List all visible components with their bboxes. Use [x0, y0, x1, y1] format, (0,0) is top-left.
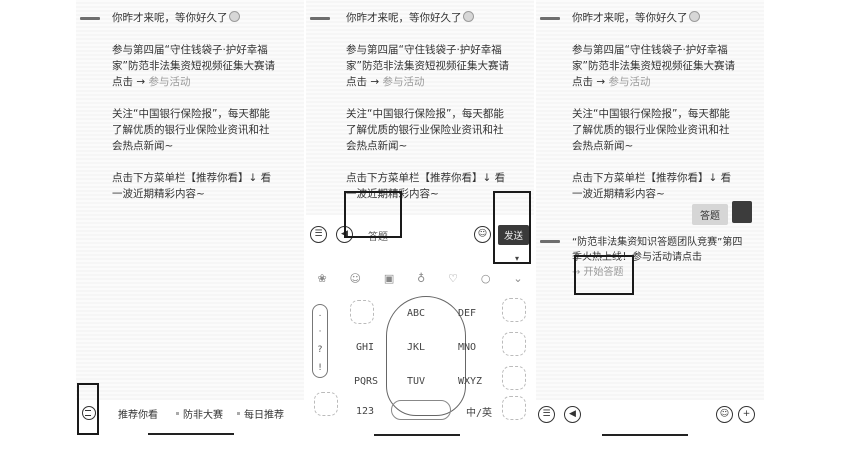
keyboard-toolbar: ❀ ☺ ▣ ♁ ♡ ○ ⌄ [306, 268, 534, 288]
keyboard-hide-icon[interactable]: ▾ [515, 254, 520, 263]
menu-item-daily[interactable]: 每日推荐 [237, 406, 284, 421]
follow-text: 关注“中国银行保险报”，每天都能了解优质的银行业保险业资讯和社会热点新闻~ [112, 108, 270, 152]
smile-emoji-icon [688, 11, 700, 22]
message-input[interactable]: 答题 [368, 232, 388, 243]
chat-screen-3: 你昨才来呢，等你好久了 参与第四届“守住钱袋子·护好幸福家”防范非法集资短视频征… [536, 0, 764, 472]
chat-screen-2: 你昨才来呢，等你好久了 参与第四届“守住钱袋子·护好幸福家”防范非法集资短视频征… [306, 0, 534, 472]
emoji-icon[interactable]: ☺ [474, 226, 491, 243]
sticker-icon[interactable]: ❀ [317, 271, 327, 285]
home-indicator [602, 434, 688, 436]
send-button[interactable]: 发送 [498, 225, 530, 245]
quiz-text: “防范非法集资知识答题团队竞赛”第四季火热上线！参与活动请点击 [572, 237, 743, 263]
chat-background [536, 0, 764, 400]
space-key[interactable] [391, 400, 451, 420]
clipboard-icon[interactable]: ▣ [383, 271, 395, 285]
start-quiz-link[interactable]: → 开始答题 [572, 267, 624, 278]
menu-hint-text: 点击下方菜单栏【推荐你看】↓ 看一波近期精彩内容~ [346, 172, 506, 200]
punct-key[interactable]: ? [317, 345, 323, 355]
key-ghi[interactable]: GHI [356, 342, 375, 353]
sender-avatar [540, 240, 560, 243]
skin-icon[interactable]: ♡ [448, 271, 458, 285]
key-tuv[interactable]: TUV [407, 376, 426, 387]
greeting-text: 你昨才来呢，等你好久了 [112, 12, 228, 24]
key-jkl[interactable]: JKL [407, 342, 426, 353]
menu-hint-text: 点击下方菜单栏【推荐你看】↓ 看一波近期精彩内容~ [112, 172, 272, 200]
smiley-icon[interactable]: ☺ [349, 271, 361, 285]
punct-key[interactable]: . [318, 309, 322, 319]
plus-icon[interactable]: + [738, 406, 755, 423]
punct-key[interactable]: · [318, 327, 322, 337]
key-def[interactable]: DEF [458, 308, 477, 319]
chat-screen-1: 你昨才来呢，等你好久了 参与第四届“守住钱袋子·护好幸福家”防范非法集资短视频征… [76, 0, 304, 472]
key-wxyz[interactable]: WXYZ [458, 376, 483, 387]
join-activity-link[interactable]: 参与活动 [382, 76, 425, 88]
key-mno[interactable]: MNO [458, 342, 477, 353]
t9-keyboard: . · ? ! ABC DEF GHI JKL MNO PQRS TUV WXY… [306, 292, 534, 424]
contest-text: 参与第四届“守住钱袋子·护好幸福家”防范非法集资短视频征集大赛请点击 → [346, 44, 509, 88]
menu-item-recommend[interactable]: 推荐你看 [118, 409, 158, 421]
key-abc[interactable]: ABC [407, 308, 426, 319]
menu-lines-icon[interactable]: ☰ [538, 406, 555, 423]
join-activity-link[interactable]: 参与活动 [608, 76, 651, 88]
collapse-icon[interactable]: ⌄ [513, 271, 523, 285]
user-avatar[interactable] [732, 201, 752, 223]
follow-text: 关注“中国银行保险报”，每天都能了解优质的银行业保险业资讯和社会热点新闻~ [572, 108, 730, 152]
keyboard-toggle-icon[interactable] [82, 406, 96, 420]
user-message-bubble: 答题 [692, 204, 728, 225]
sender-avatar [80, 17, 100, 20]
sticker-key[interactable] [502, 366, 526, 390]
sender-avatar [310, 17, 330, 20]
greeting-text: 你昨才来呢，等你好久了 [346, 12, 462, 24]
mic-icon[interactable]: ♁ [417, 271, 426, 285]
greeting-text: 你昨才来呢，等你好久了 [572, 12, 688, 24]
key-lang-switch[interactable]: 中/英 [466, 408, 493, 419]
punct-key[interactable]: ! [318, 363, 322, 373]
quiz-reply-message: “防范非法集资知识答题团队竞赛”第四季火热上线！参与活动请点击 → 开始答题 [572, 235, 752, 280]
voice-icon[interactable]: ◀ [336, 226, 353, 243]
contest-text: 参与第四届“守住钱袋子·护好幸福家”防范非法集资短视频征集大赛请点击 → [112, 44, 275, 88]
submenu-dot-icon [176, 411, 179, 415]
home-indicator [148, 433, 234, 435]
menu-lines-icon[interactable]: ☰ [310, 226, 327, 243]
welcome-message: 你昨才来呢，等你好久了 参与第四届“守住钱袋子·护好幸福家”防范非法集资短视频征… [572, 10, 737, 218]
chat-background [76, 0, 304, 400]
key-123[interactable]: 123 [356, 406, 375, 417]
emoji-icon[interactable]: ☺ [716, 406, 733, 423]
sticker-key[interactable] [314, 392, 338, 416]
welcome-message: 你昨才来呢，等你好久了 参与第四届“守住钱袋子·护好幸福家”防范非法集资短视频征… [346, 10, 511, 218]
sender-avatar [540, 17, 560, 20]
home-indicator [374, 434, 460, 436]
search-icon[interactable]: ○ [480, 271, 491, 285]
smile-emoji-icon [462, 11, 474, 22]
bear-skin-decoration [386, 296, 466, 416]
delete-key-sticker[interactable] [350, 300, 374, 324]
smile-emoji-icon [228, 11, 240, 22]
sticker-key[interactable] [502, 332, 526, 356]
bottom-menu-bar: 推荐你看 防非大赛 每日推荐 [76, 400, 304, 426]
submenu-dot-icon [237, 411, 240, 415]
sticker-key[interactable] [502, 396, 526, 420]
chat-background [306, 0, 534, 215]
follow-text: 关注“中国银行保险报”，每天都能了解优质的银行业保险业资讯和社会热点新闻~ [346, 108, 504, 152]
join-activity-link[interactable]: 参与活动 [148, 76, 191, 88]
punctuation-column[interactable]: . · ? ! [312, 304, 328, 378]
welcome-message: 你昨才来呢，等你好久了 参与第四届“守住钱袋子·护好幸福家”防范非法集资短视频征… [112, 10, 277, 218]
voice-icon[interactable]: ◀ [564, 406, 581, 423]
sticker-key[interactable] [502, 298, 526, 322]
menu-hint-text: 点击下方菜单栏【推荐你看】↓ 看一波近期精彩内容~ [572, 172, 732, 200]
menu-item-contest[interactable]: 防非大赛 [176, 406, 223, 421]
contest-text: 参与第四届“守住钱袋子·护好幸福家”防范非法集资短视频征集大赛请点击 → [572, 44, 735, 88]
key-pqrs[interactable]: PQRS [354, 376, 379, 387]
